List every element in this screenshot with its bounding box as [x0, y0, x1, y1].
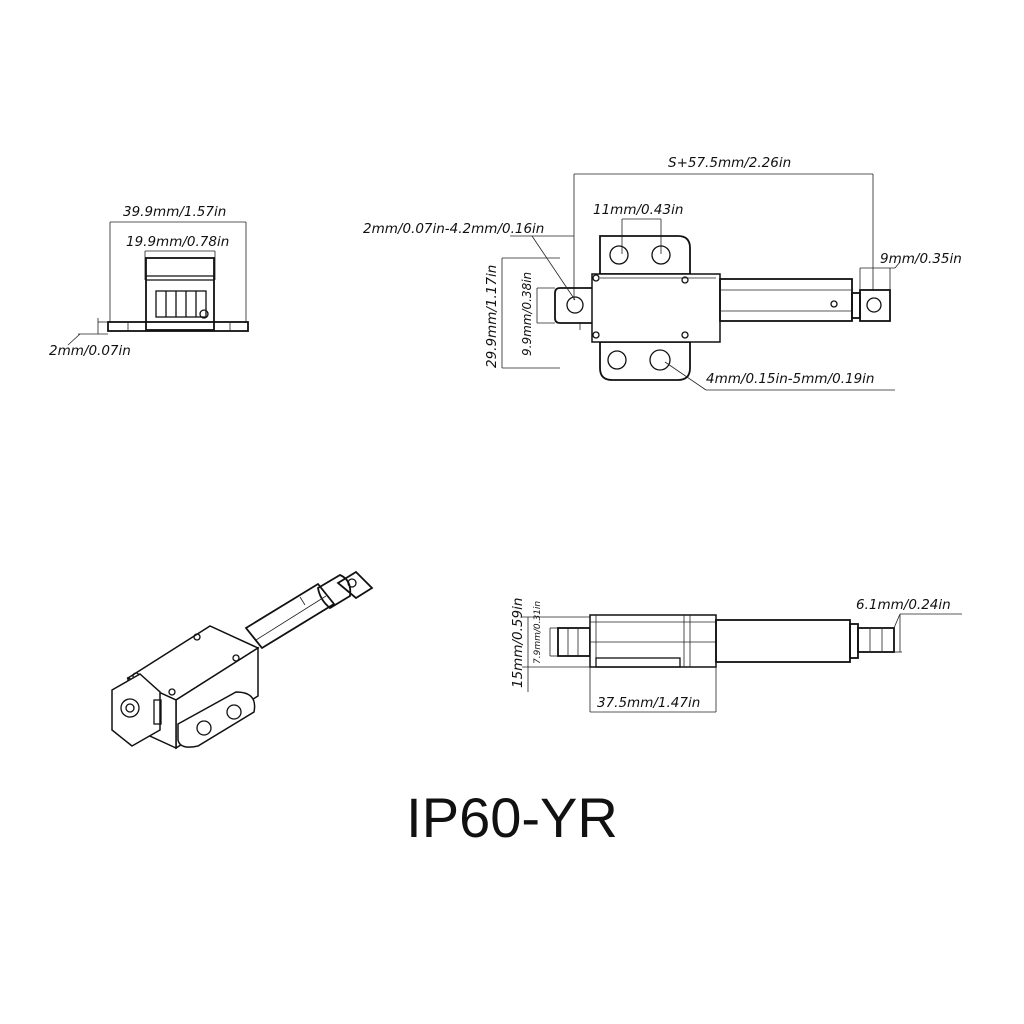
top-hole-spacing-label: 11mm/0.43in: [593, 202, 683, 218]
top-eye-hole-label: 2mm/0.07in-4.2mm/0.16in: [363, 221, 544, 237]
front-view: 15mm/0.59in 7.9mm/0.31in 6.1mm/0.24in: [510, 597, 962, 713]
side-plate-thickness-label: 2mm/0.07in: [49, 343, 131, 359]
front-height-label: 15mm/0.59in: [510, 598, 526, 688]
top-rod-end-width-label: 9mm/0.35in: [880, 251, 962, 267]
side-width-outer-label: 39.9mm/1.57in: [123, 204, 226, 220]
side-view: 39.9mm/1.57in 19.9mm/0.78in 2mm/0.07in: [49, 204, 249, 359]
front-eye-height-label: 7.9mm/0.31in: [533, 601, 543, 664]
top-mount-holes-label: 4mm/0.15in-5mm/0.19in: [706, 371, 874, 387]
front-rod-diameter-label: 6.1mm/0.24in: [856, 597, 951, 613]
top-eye-height-label: 9.9mm/0.38in: [520, 272, 534, 356]
top-view: S+57.5mm/2.26in 11mm/0.43in: [363, 155, 962, 391]
isometric-view: [111, 570, 374, 750]
top-body-height-label: 29.9mm/1.17in: [484, 265, 500, 368]
model-title: IP60-YR: [406, 786, 618, 849]
front-body-length-label: 37.5mm/1.47in: [597, 695, 700, 711]
top-total-length-label: S+57.5mm/2.26in: [668, 155, 791, 171]
side-width-inner-label: 19.9mm/0.78in: [126, 234, 229, 250]
